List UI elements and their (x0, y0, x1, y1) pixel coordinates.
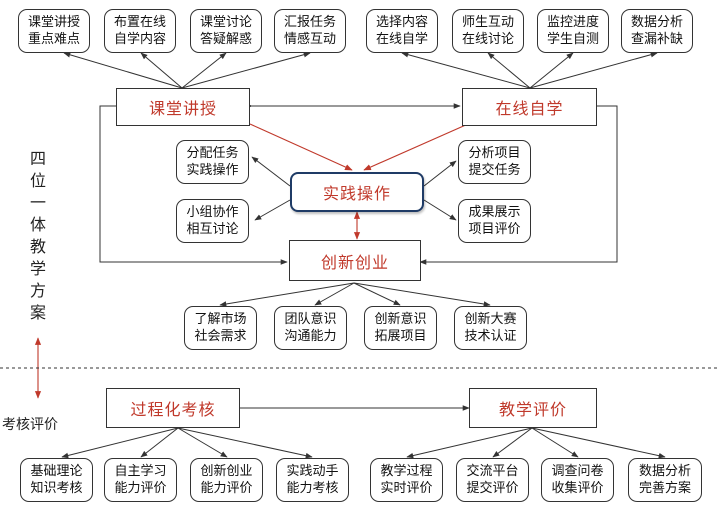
node-process-assessment-label: 过程化考核 (130, 400, 216, 419)
node-practice: 实践操作 (290, 172, 424, 212)
process-item-label: 自主学习 能力评价 (114, 464, 167, 496)
innovation-item: 创新意识 拓展项目 (364, 306, 437, 350)
teaching-plan-vertical-text: 四位一体教学方案 (29, 149, 46, 322)
top-right-item: 师生互动 在线讨论 (452, 9, 524, 53)
top-right-item: 监控进度 学生自测 (537, 9, 609, 53)
process-item: 实践动手 能力考核 (276, 458, 349, 502)
process-item: 自主学习 能力评价 (104, 458, 177, 502)
node-teaching-evaluation: 教学评价 (469, 388, 597, 428)
practice-left-item-label: 小组协作 相互讨论 (186, 205, 239, 237)
top-left-item-label: 课堂讨论 答疑解惑 (199, 15, 252, 47)
teaching-eval-item: 交流平台 提交评价 (456, 458, 529, 502)
teaching-eval-item-label: 交流平台 提交评价 (466, 464, 519, 496)
top-right-item-label: 师生互动 在线讨论 (461, 15, 514, 47)
teaching-eval-item-label: 教学过程 实时评价 (380, 464, 433, 496)
practice-left-item-label: 分配任务 实践操作 (186, 146, 239, 178)
innovation-item: 创新大赛 技术认证 (454, 306, 527, 350)
teaching-eval-item: 教学过程 实时评价 (370, 458, 443, 502)
innovation-item-label: 创新意识 拓展项目 (374, 312, 427, 344)
top-right-item-label: 选择内容 在线自学 (375, 15, 428, 47)
practice-right-item: 分析项目 提交任务 (458, 140, 531, 184)
node-teaching-evaluation-label: 教学评价 (498, 400, 567, 419)
top-right-item-label: 监控进度 学生自测 (546, 15, 599, 47)
node-online-self-study-label: 在线自学 (495, 99, 564, 118)
process-item: 创新创业 能力评价 (190, 458, 263, 502)
node-classroom-teaching: 课堂讲授 (116, 88, 250, 126)
node-process-assessment: 过程化考核 (106, 388, 240, 428)
top-right-item: 选择内容 在线自学 (366, 9, 438, 53)
top-left-item: 汇报任务 情感互动 (274, 9, 346, 53)
practice-right-item: 成果展示 项目评价 (458, 199, 531, 243)
practice-left-item: 小组协作 相互讨论 (176, 199, 249, 243)
process-item: 基础理论 知识考核 (20, 458, 93, 502)
practice-right-item-label: 分析项目 提交任务 (468, 146, 521, 178)
assessment-label: 考核评价 (2, 414, 58, 434)
node-classroom-teaching-label: 课堂讲授 (148, 99, 217, 118)
innovation-item-label: 了解市场 社会需求 (194, 312, 247, 344)
node-innovation-label: 创新创业 (320, 252, 389, 272)
top-left-item: 布置在线 自学内容 (104, 9, 176, 53)
node-innovation: 创新创业 (289, 240, 421, 281)
process-item-label: 基础理论 知识考核 (30, 464, 83, 496)
top-right-item: 数据分析 查漏补缺 (621, 9, 693, 53)
practice-right-item-label: 成果展示 项目评价 (468, 205, 521, 237)
top-right-item-label: 数据分析 查漏补缺 (630, 15, 683, 47)
process-item-label: 创新创业 能力评价 (200, 464, 253, 496)
innovation-item: 了解市场 社会需求 (184, 306, 257, 350)
innovation-item: 团队意识 沟通能力 (274, 306, 347, 350)
innovation-item-label: 团队意识 沟通能力 (284, 312, 337, 344)
top-left-item-label: 布置在线 自学内容 (113, 15, 166, 47)
teaching-eval-item: 调查问卷 收集评价 (541, 458, 614, 502)
assessment-label-text: 考核评价 (2, 417, 58, 433)
process-item-label: 实践动手 能力考核 (286, 464, 339, 496)
top-left-item: 课堂讲授 重点难点 (18, 9, 90, 53)
teaching-eval-item-label: 调查问卷 收集评价 (551, 464, 604, 496)
innovation-item-label: 创新大赛 技术认证 (464, 312, 517, 344)
node-online-self-study: 在线自学 (462, 88, 597, 126)
top-left-item: 课堂讨论 答疑解惑 (190, 9, 262, 53)
top-left-item-label: 汇报任务 情感互动 (283, 15, 336, 47)
top-left-item-label: 课堂讲授 重点难点 (27, 15, 80, 47)
teaching-plan-vertical-label: 四位一体教学方案 (26, 148, 50, 324)
teaching-eval-item: 数据分析 完善方案 (628, 458, 702, 502)
node-practice-label: 实践操作 (322, 184, 391, 203)
practice-left-item: 分配任务 实践操作 (176, 140, 249, 184)
teaching-eval-item-label: 数据分析 完善方案 (638, 464, 691, 496)
